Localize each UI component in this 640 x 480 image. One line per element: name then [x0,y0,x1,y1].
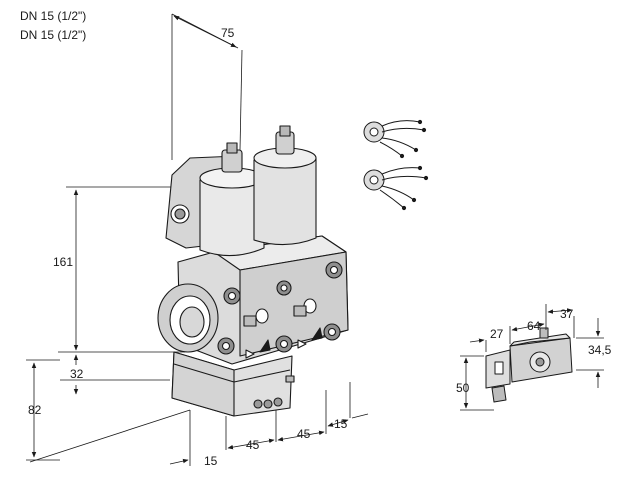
header-line-2: DN 15 (1/2") [20,28,87,42]
dim-82: 82 [28,403,42,417]
valve-assembly [157,125,349,417]
side-view-component [485,327,573,403]
dim-45-left: 45 [246,438,260,452]
header-line-1: DN 15 (1/2") [20,9,87,23]
dim-45-right: 45 [297,427,311,441]
dim-64: 64 [527,319,541,333]
plug-connector-1 [363,119,427,159]
dim-32: 32 [70,367,84,381]
dim-50: 50 [456,381,470,395]
dim-15-bottom: 15 [204,454,218,468]
plug-connector-2 [363,165,429,211]
dim-34-5: 34,5 [588,343,612,357]
dim-15-right: 15 [334,417,348,431]
dim-75: 75 [221,26,235,40]
dimension-lines [26,13,369,466]
side-view-dimension-lines [460,304,604,411]
dim-161: 161 [53,255,73,269]
dim-27: 27 [490,327,504,341]
dim-37: 37 [560,307,574,321]
